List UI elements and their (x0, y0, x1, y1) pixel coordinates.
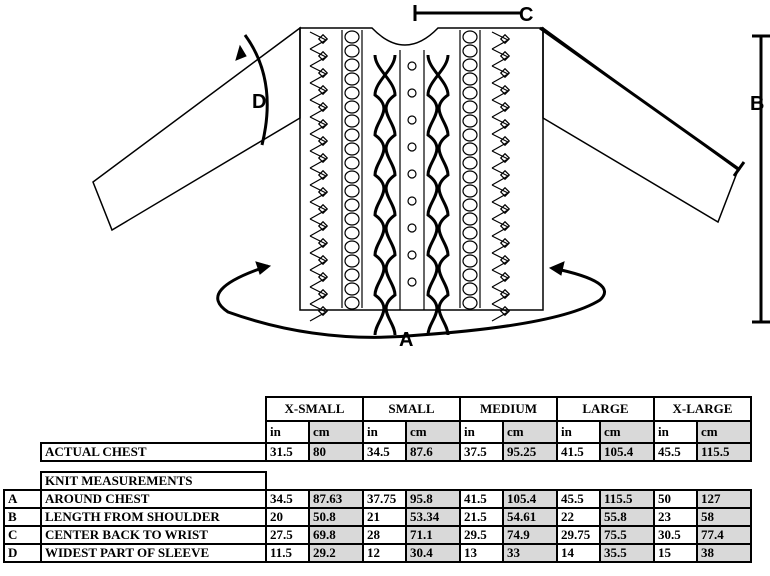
table-cell: 37.75 (362, 489, 407, 509)
table-cell: 105.4 (502, 489, 558, 509)
unit-cm-x-small: cm (308, 420, 364, 444)
table-cell: 95.8 (405, 489, 461, 509)
cable-pattern (309, 30, 511, 336)
measure-b (752, 34, 770, 324)
table-cell: 50 (653, 489, 698, 509)
table-cell: 41.5 (556, 442, 601, 462)
left-sleeve (92, 26, 301, 232)
measure-d (235, 34, 269, 146)
unit-cm-large: cm (599, 420, 655, 444)
table-cell: 80 (308, 442, 364, 462)
unit-cm-medium: cm (502, 420, 558, 444)
table-cell: 27.5 (265, 525, 310, 545)
table-cell: 75.5 (599, 525, 655, 545)
table-cell: 21 (362, 507, 407, 527)
table-cell: 29.2 (308, 543, 364, 563)
unit-cm-small: cm (405, 420, 461, 444)
unit-in-medium: in (459, 420, 504, 444)
table-cell: 50.8 (308, 507, 364, 527)
table-cell: 41.5 (459, 489, 504, 509)
unit-in-small: in (362, 420, 407, 444)
measure-c (413, 5, 746, 177)
actual-chest-label: ACTUAL CHEST (40, 442, 267, 462)
unit-in-large: in (556, 420, 601, 444)
buttons (407, 61, 417, 287)
table-cell: 45.5 (653, 442, 698, 462)
table-cell: 55.8 (599, 507, 655, 527)
label-b: B (750, 93, 764, 115)
size-header-x-large: X-LARGE (653, 396, 752, 422)
table-cell: 77.4 (696, 525, 752, 545)
table-cell: 54.61 (502, 507, 558, 527)
table-cell: 71.1 (405, 525, 461, 545)
row-key: C (3, 525, 42, 545)
sweater-body (299, 27, 544, 311)
table-cell: 22 (556, 507, 601, 527)
unit-in-x-small: in (265, 420, 310, 444)
table-cell: 30.5 (653, 525, 698, 545)
table-cell: 38 (696, 543, 752, 563)
table-cell: 69.8 (308, 525, 364, 545)
table-cell: 29.5 (459, 525, 504, 545)
size-header-x-small: X-SMALL (265, 396, 364, 422)
table-cell: 87.6 (405, 442, 461, 462)
table-cell: 21.5 (459, 507, 504, 527)
table-cell: 15 (653, 543, 698, 563)
table-cell: 20 (265, 507, 310, 527)
row-key: D (3, 543, 42, 563)
table-cell: 30.4 (405, 543, 461, 563)
table-cell: 87.63 (308, 489, 364, 509)
table-cell: 34.5 (362, 442, 407, 462)
button-placket (399, 50, 425, 310)
table-cell: 28 (362, 525, 407, 545)
table-cell: 115.5 (696, 442, 752, 462)
table-cell: 53.34 (405, 507, 461, 527)
table-cell: 14 (556, 543, 601, 563)
size-header-medium: MEDIUM (459, 396, 558, 422)
table-cell: 34.5 (265, 489, 310, 509)
table-cell: 74.9 (502, 525, 558, 545)
label-c: C (519, 4, 533, 26)
table-cell: 23 (653, 507, 698, 527)
table-cell: 105.4 (599, 442, 655, 462)
table-cell: 45.5 (556, 489, 601, 509)
unit-cm-x-large: cm (696, 420, 752, 444)
row-label: LENGTH FROM SHOULDER (40, 507, 267, 527)
table-cell: 29.75 (556, 525, 601, 545)
row-label: AROUND CHEST (40, 489, 267, 509)
table-cell: 37.5 (459, 442, 504, 462)
table-cell: 31.5 (265, 442, 310, 462)
row-key: B (3, 507, 42, 527)
row-label: WIDEST PART OF SLEEVE (40, 543, 267, 563)
sweater-diagram: A B C D (92, 4, 770, 351)
unit-in-x-large: in (653, 420, 698, 444)
table-cell: 11.5 (265, 543, 310, 563)
table-cell: 115.5 (599, 489, 655, 509)
row-key: A (3, 489, 42, 509)
table-cell: 33 (502, 543, 558, 563)
size-header-large: LARGE (556, 396, 655, 422)
right-sleeve (542, 26, 739, 224)
label-d: D (252, 91, 266, 113)
row-label: CENTER BACK TO WRIST (40, 525, 267, 545)
table-cell: 35.5 (599, 543, 655, 563)
table-cell: 12 (362, 543, 407, 563)
size-header-small: SMALL (362, 396, 461, 422)
measure-a (216, 261, 606, 339)
knit-measurements-heading: KNIT MEASUREMENTS (40, 471, 267, 491)
table-cell: 13 (459, 543, 504, 563)
table-cell: 127 (696, 489, 752, 509)
table-cell: 95.25 (502, 442, 558, 462)
table-cell: 58 (696, 507, 752, 527)
label-a: A (399, 329, 413, 351)
